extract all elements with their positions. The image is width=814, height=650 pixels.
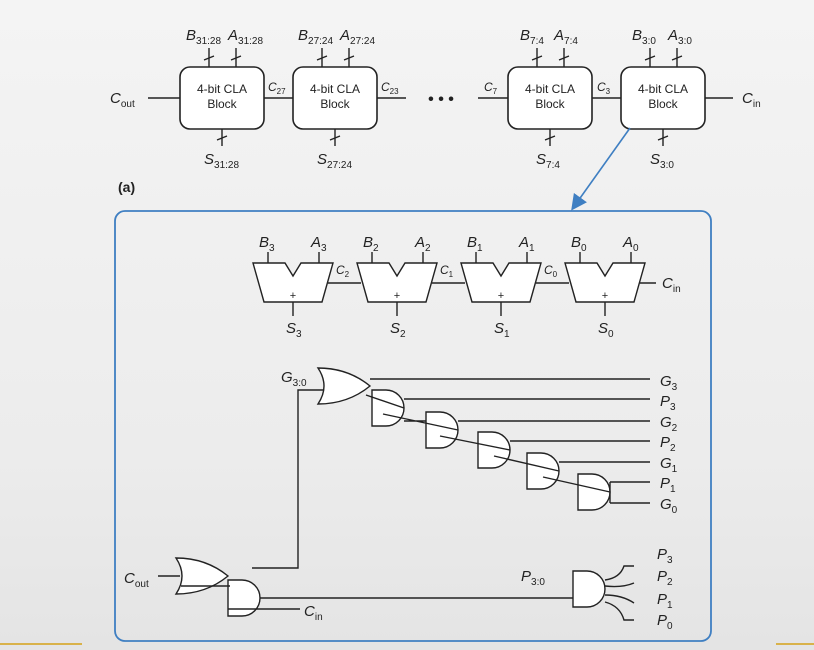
label-a1: A1: [518, 234, 535, 254]
detail-frame: [114, 210, 712, 642]
label-p2-in: P2: [660, 434, 676, 454]
bus-lines: [316, 48, 355, 146]
label-s7-4: S7:4: [536, 151, 560, 171]
label-b1: B1: [467, 234, 483, 254]
p-input-wires: [604, 565, 635, 621]
label-c27: C27: [268, 80, 286, 96]
label-a7-4: A7:4: [553, 27, 578, 47]
label-g1-in: G1: [660, 455, 678, 475]
label-b31-28: B31:28: [186, 27, 221, 47]
label-p0-bottom: P0: [657, 612, 673, 632]
label-b27-24: B27:24: [298, 27, 333, 47]
cla-block-label: 4-bit CLA: [197, 82, 247, 96]
and-gate: [371, 389, 405, 427]
adder-2: +: [356, 252, 438, 316]
svg-text:+: +: [290, 290, 296, 302]
label-g2-in: G2: [660, 414, 678, 434]
label-cout: Cout: [110, 90, 135, 110]
ellipsis: • • •: [428, 91, 454, 108]
cla-block-label: 4-bit CLA: [525, 82, 575, 96]
label-b3: B3: [259, 234, 275, 254]
label-g0-in: G0: [660, 496, 678, 516]
label-p1-in: P1: [660, 475, 676, 495]
svg-text:+: +: [602, 290, 608, 302]
or-gate-cout: [174, 557, 230, 595]
accent-bar-left: [0, 643, 82, 645]
wire-g2: [382, 413, 650, 431]
label-c3: C3: [597, 80, 611, 96]
label-p3-in: P3: [660, 393, 676, 413]
label-b0: B0: [571, 234, 587, 254]
label-a0: A0: [622, 234, 639, 254]
svg-text:+: +: [498, 290, 504, 302]
label-s31-28: S31:28: [204, 151, 239, 171]
label-bottom-cin: Cin: [304, 603, 323, 623]
and-gate: [577, 473, 611, 511]
label-s1: S1: [494, 320, 510, 340]
label-p30: P3:0: [521, 568, 545, 588]
label-p2-bottom: P2: [657, 568, 673, 588]
label-c23: C23: [381, 80, 399, 96]
label-cin: Cin: [742, 90, 761, 110]
label-p1-bottom: P1: [657, 591, 673, 611]
generate-logic: [252, 367, 650, 569]
and-gate-cout: [227, 579, 261, 617]
label-b7-4: B7:4: [520, 27, 544, 47]
label-p3-bottom: P3: [657, 546, 673, 566]
or-gate: [316, 367, 372, 405]
label-a3: A3: [310, 234, 327, 254]
bus-lines: [203, 48, 242, 146]
accent-bar-right: [776, 643, 814, 645]
adder-1: +: [460, 252, 542, 316]
label-s2: S2: [390, 320, 406, 340]
label-c0: C0: [544, 263, 558, 279]
bottom-wires-2: [181, 585, 280, 610]
label-a3-0: A3:0: [667, 27, 692, 47]
cla-block-label: Block: [320, 97, 350, 111]
wire-g1: [493, 455, 650, 472]
bottom-wires: [158, 575, 573, 610]
wire-g0: [609, 482, 650, 504]
and-gate: [477, 431, 511, 469]
label-a31-28: A31:28: [227, 27, 263, 47]
cla-chain: 4-bit CLA Block 4-bit CLA Block 4-bit CL…: [110, 27, 761, 195]
carry-out-logic: [158, 557, 635, 621]
label-c7: C7: [484, 80, 498, 96]
label-bottom-cout: Cout: [124, 570, 149, 590]
bus-lines: [531, 48, 570, 146]
label-c2: C2: [336, 263, 350, 279]
and-gate: [425, 411, 459, 449]
label-g30: G3:0: [281, 369, 307, 389]
cla-block-label: 4-bit CLA: [638, 82, 688, 96]
wire-p2: [439, 435, 650, 451]
label-s27-24: S27:24: [317, 151, 352, 171]
label-g3-in: G3: [660, 373, 678, 393]
wire-p3: [365, 394, 650, 409]
cla-block-label: Block: [535, 97, 565, 111]
and-gate: [526, 452, 560, 490]
zoom-arrow: [571, 127, 631, 211]
adder-0: +: [564, 252, 646, 316]
label-s0: S0: [598, 320, 614, 340]
label-b2: B2: [363, 234, 379, 254]
adder-3: +: [252, 252, 334, 316]
label-a27-24: A27:24: [339, 27, 375, 47]
and-gate-p30: [572, 570, 606, 608]
label-detail-cin: Cin: [662, 275, 681, 295]
cla-block-label: Block: [648, 97, 678, 111]
part-label: (a): [118, 179, 135, 195]
cla-block-label: Block: [207, 97, 237, 111]
label-a2: A2: [414, 234, 431, 254]
label-s3-0: S3:0: [650, 151, 674, 171]
ripple-adders: + + + +: [252, 252, 656, 316]
wire-p1: [542, 476, 650, 493]
svg-text:+: +: [394, 290, 400, 302]
bus-lines: [644, 48, 683, 146]
wire-g30: [252, 389, 323, 569]
cla-block-label: 4-bit CLA: [310, 82, 360, 96]
label-c1: C1: [440, 263, 454, 279]
label-s3: S3: [286, 320, 302, 340]
label-b3-0: B3:0: [632, 27, 656, 47]
